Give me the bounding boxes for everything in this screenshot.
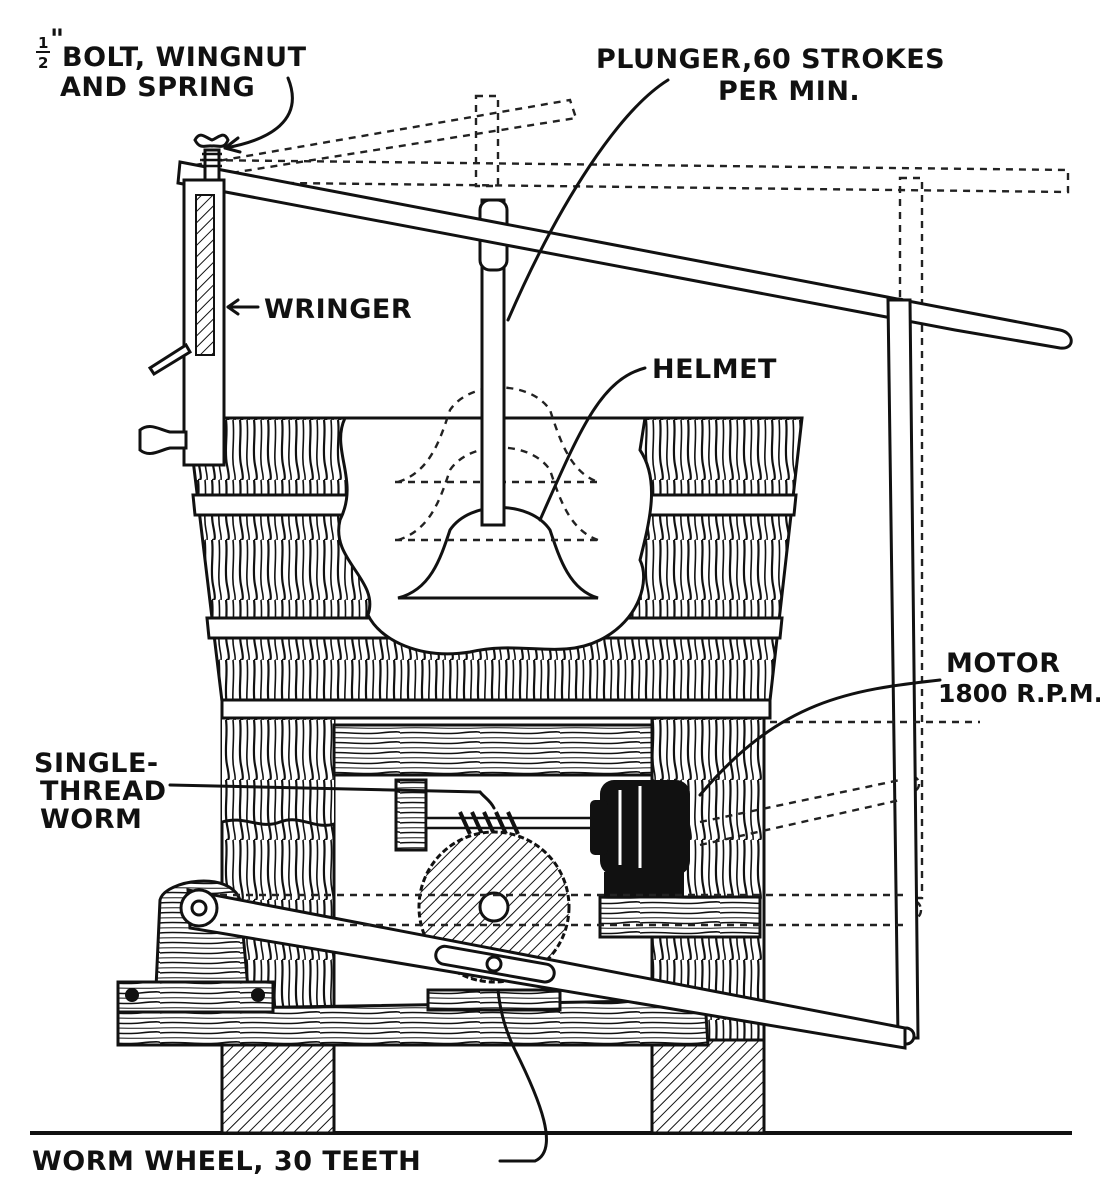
- vertical-link: [886, 298, 920, 1040]
- leg-foot-right: [650, 1038, 766, 1135]
- connecting-rod: [886, 298, 920, 1046]
- leader-lines: [168, 76, 942, 1163]
- bolt-label-line1: BOLT, WINGNUT: [62, 42, 307, 73]
- worm-wheel-leader: [496, 988, 548, 1163]
- worm-label-line2: THREAD: [40, 776, 167, 807]
- worm-label-line1: SINGLE-: [34, 748, 159, 779]
- wringer-clamp: [138, 425, 188, 455]
- worm-shaft: [424, 816, 613, 830]
- wringer: [138, 178, 226, 467]
- leg-foot-left: [220, 1038, 336, 1135]
- motor-leader: [698, 678, 942, 797]
- lower-dashed: [220, 720, 980, 927]
- tub-bottom-rim: [220, 698, 772, 720]
- motor-body: [600, 780, 690, 875]
- main-lever: [176, 133, 1073, 350]
- gear-base: [426, 988, 562, 1012]
- bolt-fraction-den: 2: [38, 54, 48, 72]
- bolt-fraction-num: 1: [38, 34, 48, 52]
- helmet-label: HELMET: [652, 354, 777, 385]
- motor-shelf: [598, 895, 762, 939]
- top-crossbar: [332, 723, 654, 777]
- left-leg-break: [222, 718, 334, 826]
- helmet-leader: [538, 366, 647, 522]
- bolt-leader: [223, 76, 294, 150]
- motor-label-line2: 1800 R.P.M.: [938, 679, 1100, 708]
- bolt-label-line2: AND SPRING: [60, 72, 255, 103]
- motor-label-line1: MOTOR: [946, 648, 1060, 679]
- labels: 1 2 " BOLT, WINGNUT AND SPRING PLUNGER,6…: [32, 24, 1100, 1177]
- plunger-dashed-top: [474, 94, 500, 188]
- lower-lever: [116, 879, 907, 1050]
- plunger-label-line2: PER MIN.: [718, 76, 860, 107]
- motor-endcap: [590, 800, 608, 855]
- plunger: [474, 94, 509, 527]
- lever-bar: [176, 160, 1073, 350]
- worm-thread: [458, 811, 520, 835]
- plunger-label-line1: PLUNGER,60 STROKES: [596, 44, 945, 75]
- inch-mark: ": [50, 24, 65, 55]
- wringer-handle: [147, 342, 193, 377]
- worm-label-line3: WORM: [40, 804, 142, 835]
- worm-wheel-label: WORM WHEEL, 30 TEETH: [32, 1146, 421, 1177]
- plunger-leader: [506, 78, 670, 322]
- bracket-plate: [116, 980, 275, 1014]
- worm-leader: [168, 783, 482, 794]
- wingnut: [193, 133, 230, 148]
- wringer-label: WRINGER: [264, 294, 412, 325]
- wringer-slot: [195, 194, 215, 356]
- motor-feet: [604, 872, 684, 897]
